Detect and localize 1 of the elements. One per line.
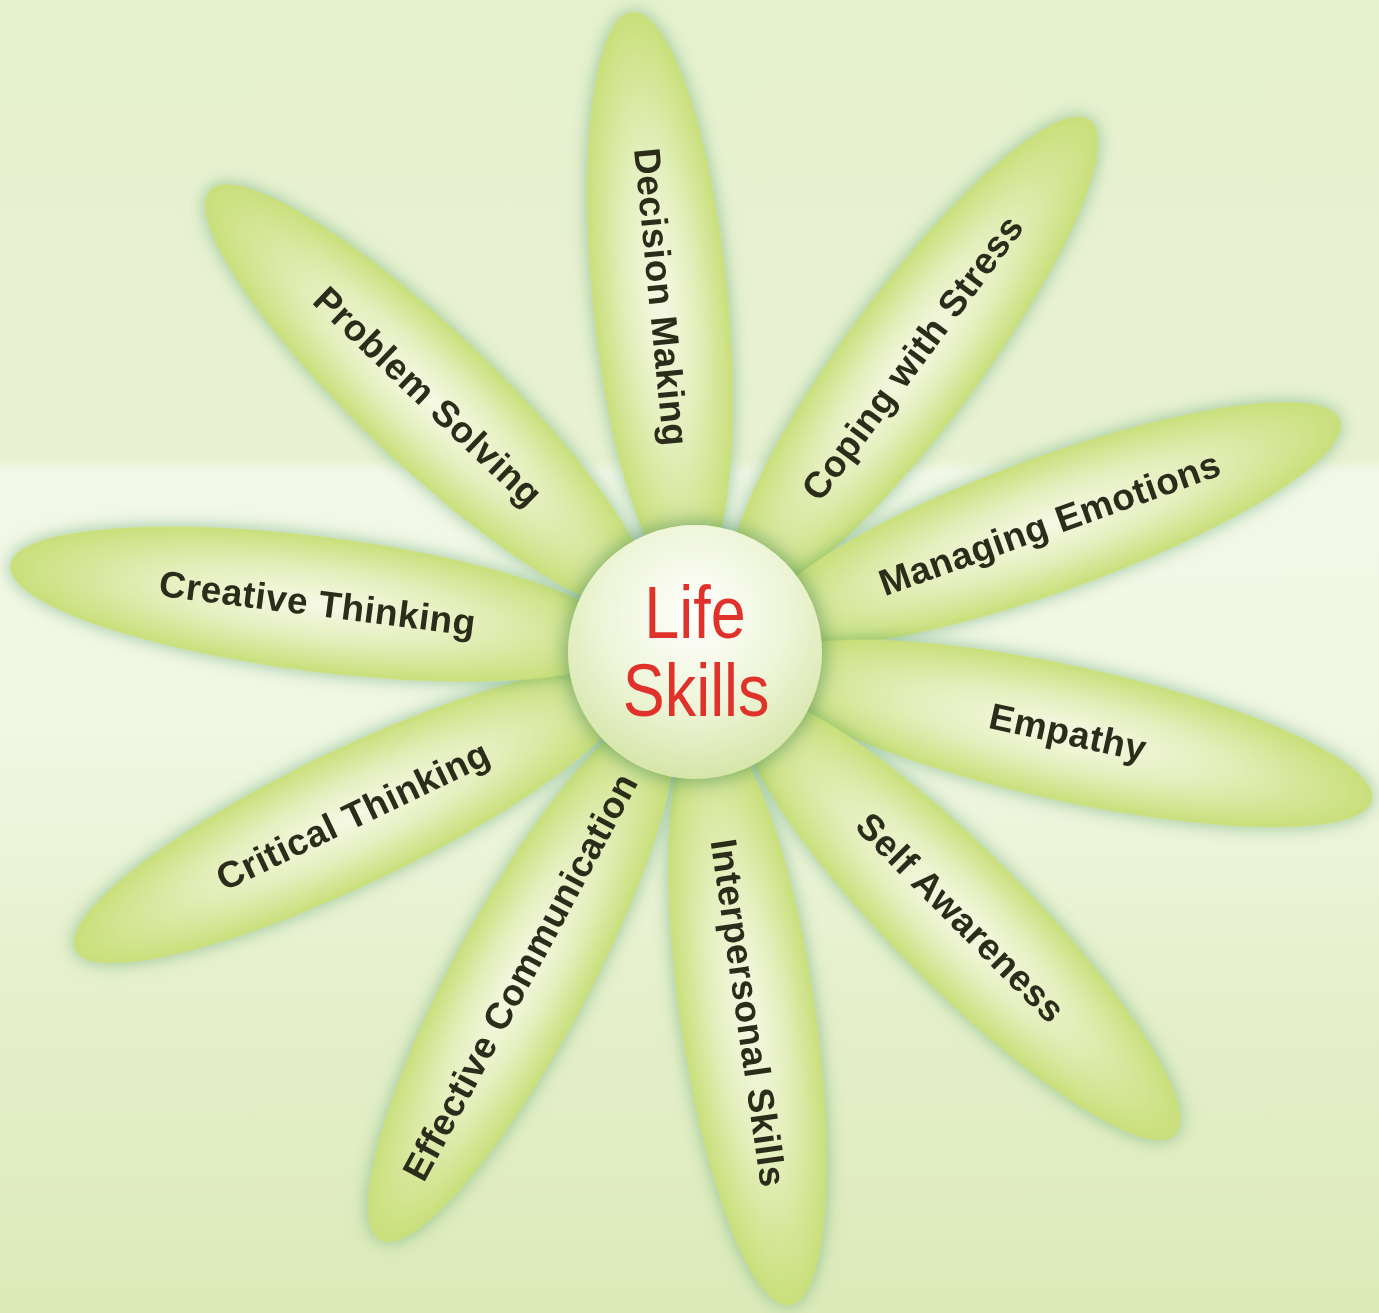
- center-label: Life Skills: [622, 574, 768, 730]
